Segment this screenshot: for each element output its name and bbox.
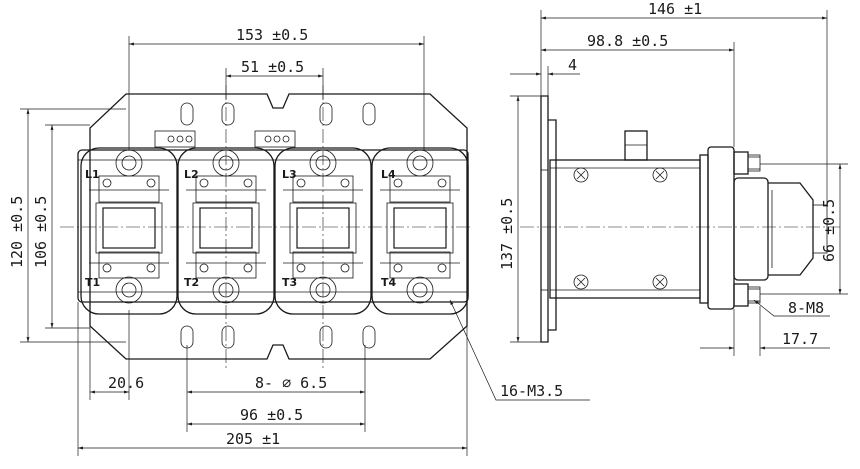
- slot: [319, 325, 333, 349]
- contact-window: [102, 207, 156, 249]
- terminal-label-L3: L3: [282, 168, 297, 181]
- dim-137: 137 ±0.5: [498, 198, 516, 270]
- slot: [319, 102, 333, 126]
- dim-20-6: 20.6: [108, 374, 144, 392]
- body-screw: [573, 274, 589, 290]
- coil-flange: [699, 154, 709, 304]
- dim-96: 96 ±0.5: [240, 406, 303, 424]
- body-screw: [573, 167, 589, 183]
- body-screw: [652, 274, 668, 290]
- aux-connector-side: [624, 130, 648, 161]
- front-view: L1 T1 L2 T2 L3 T3 L4 T4: [60, 85, 470, 370]
- terminal-label-L2: L2: [184, 168, 199, 181]
- dim-205: 205 ±1: [226, 430, 280, 448]
- dim-146: 146 ±1: [648, 0, 702, 18]
- contact-window: [393, 207, 447, 249]
- dim-4: 4: [568, 56, 577, 74]
- slot: [180, 325, 194, 349]
- dim-98-8: 98.8 ±0.5: [587, 32, 668, 50]
- terminal-label-L4: L4: [381, 168, 396, 181]
- side-dimensions: 146 ±1 98.8 ±0.5 4 137 ±0.5 66 ±0.5 8-M8…: [498, 0, 848, 356]
- slot: [180, 102, 194, 126]
- dim-8-m8: 8-M8: [788, 299, 824, 317]
- dim-66: 66 ±0.5: [820, 199, 838, 262]
- terminal-label-T2: T2: [184, 276, 199, 289]
- terminal-label-L1: L1: [85, 168, 100, 181]
- dim-51: 51 ±0.5: [241, 58, 304, 76]
- mounting-plate: [89, 93, 468, 360]
- body-screw: [652, 167, 668, 183]
- dim-holes: 8- ∅ 6.5: [255, 374, 327, 392]
- slot: [221, 325, 235, 349]
- mounting-bracket: [540, 95, 549, 343]
- pole: [177, 147, 275, 315]
- coil-stud: [733, 151, 761, 175]
- terminal-label-T4: T4: [381, 276, 397, 289]
- end-cap: [733, 177, 769, 281]
- slot: [362, 325, 376, 349]
- dim-153: 153 ±0.5: [236, 26, 308, 44]
- front-dimensions: 153 ±0.5 51 ±0.5 120 ±0.5 106 ±0.5 20.6 …: [8, 26, 590, 456]
- slot: [221, 102, 235, 126]
- end-cap-nose: [768, 182, 814, 276]
- mounting-slots: [180, 102, 376, 349]
- dim-106: 106 ±0.5: [32, 196, 50, 268]
- actuator-body: [549, 159, 701, 299]
- aux-connectors: [154, 130, 296, 148]
- coil-stud: [733, 283, 761, 307]
- dim-17-7: 17.7: [782, 330, 818, 348]
- terminal-label-T3: T3: [282, 276, 297, 289]
- slot: [362, 102, 376, 126]
- terminal-label-T1: T1: [85, 276, 100, 289]
- dim-16-m3-5: 16-M3.5: [500, 382, 563, 400]
- side-view: [520, 95, 840, 343]
- dim-120: 120 ±0.5: [8, 196, 26, 268]
- pole: [371, 147, 469, 315]
